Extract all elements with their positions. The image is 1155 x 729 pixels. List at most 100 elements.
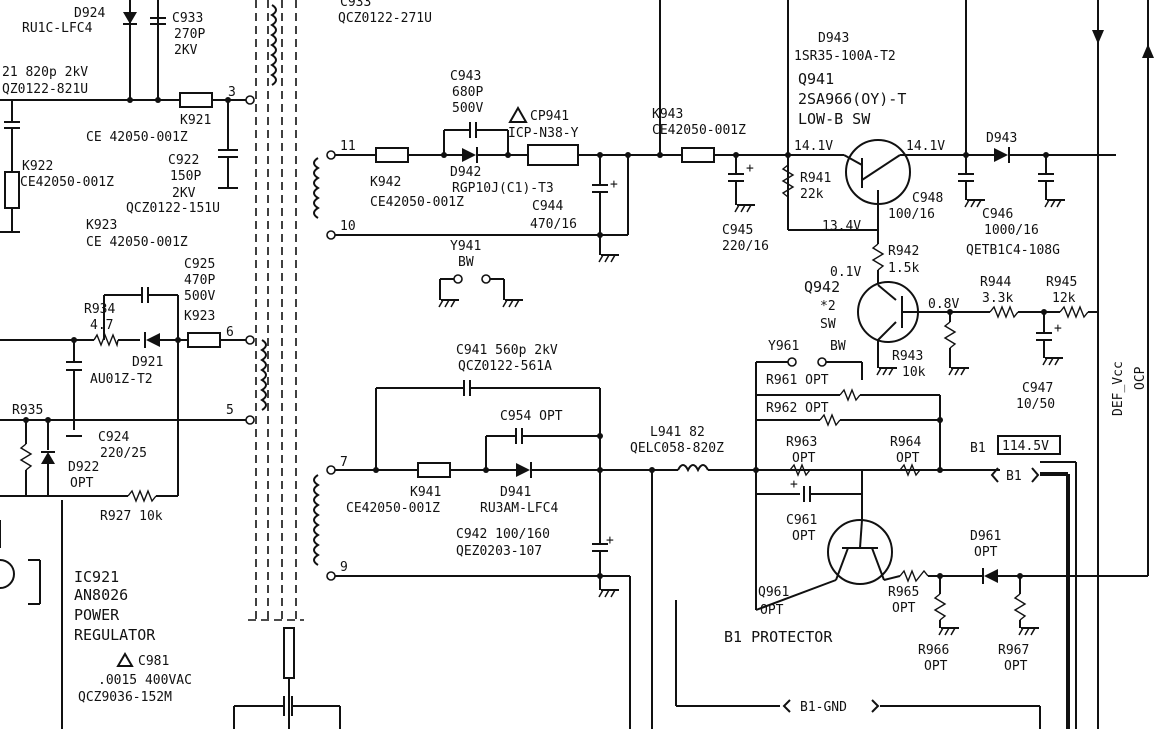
- pin-3-label: 3: [228, 85, 236, 100]
- voltage-14-1v-a: 14.1V: [794, 139, 833, 154]
- pin-10-label: 10: [340, 219, 356, 234]
- k942-part: CE42050-001Z: [370, 195, 464, 210]
- k922-part: CE42050-001Z: [20, 175, 114, 190]
- d941-ref: D941: [500, 485, 531, 500]
- r941-ref: R941: [800, 171, 831, 186]
- c922-voltage: 2KV: [172, 186, 196, 201]
- c946-ref: C946: [982, 207, 1013, 222]
- ic921-line2: REGULATOR: [74, 626, 156, 644]
- ocp-label: OCP: [1133, 366, 1148, 390]
- terminal-pin-3: [245, 95, 255, 105]
- d922-zener: [41, 452, 55, 464]
- q941-function: LOW-B SW: [798, 110, 871, 128]
- d922-ref: D922: [68, 460, 99, 475]
- r927-ref: R927 10k: [100, 509, 163, 524]
- b1-label: B1: [970, 441, 986, 456]
- r943-value: 10k: [902, 365, 926, 380]
- c925-ref: C925: [184, 257, 215, 272]
- b1-protector-title: B1 PROTECTOR: [724, 628, 833, 646]
- ocp-arrow-icon: [1142, 44, 1154, 58]
- k923a-part: CE 42050-001Z: [86, 235, 188, 250]
- c981-value: .0015 400VAC: [98, 673, 192, 688]
- d921-part: AU01Z-T2: [90, 372, 153, 387]
- c942-ground-icon: [598, 589, 620, 598]
- d924-ref: D924: [74, 6, 105, 21]
- d943-diode: [994, 148, 1008, 162]
- c933-value: 270P: [174, 27, 205, 42]
- ic921-part: AN8026: [74, 586, 128, 604]
- y961-ref: Y961: [768, 339, 799, 354]
- voltage-13-4v: 13.4V: [822, 219, 861, 234]
- c941-part: QCZ0122-561A: [458, 359, 552, 374]
- k921-part: CE 42050-001Z: [86, 130, 188, 145]
- c945-value: 220/16: [722, 239, 769, 254]
- c946-part: QETB1C4-108G: [966, 243, 1060, 258]
- c961-ref: C961: [786, 513, 817, 528]
- y941-value: BW: [458, 255, 474, 270]
- b1-tag: B1: [1006, 469, 1022, 484]
- r934-ref: R934: [84, 302, 115, 317]
- pin-6-label: 6: [226, 325, 234, 340]
- b1-tag-bracket-left: [990, 467, 999, 483]
- voltage-14-1v-b: 14.1V: [906, 139, 945, 154]
- c948-ground-icon: [964, 199, 986, 208]
- c981-warning-icon: [116, 652, 134, 667]
- voltage-0-8v: 0.8V: [928, 297, 959, 312]
- c948-ref: C948: [912, 191, 943, 206]
- c933-part-top: QCZ0122-271U: [338, 11, 432, 26]
- r944-ref: R944: [980, 275, 1011, 290]
- q941-part: 2SA966(OY)-T: [798, 90, 906, 108]
- y961-terminal-b: [817, 357, 827, 367]
- k921-ref: K921: [180, 113, 211, 128]
- y941-terminal-b: [481, 274, 491, 284]
- c945-ref: C945: [722, 223, 753, 238]
- r943-ref: R943: [892, 349, 923, 364]
- c943-value: 680P: [452, 85, 483, 100]
- y961-value: BW: [830, 339, 846, 354]
- y961-terminal-a: [787, 357, 797, 367]
- pin-9-label: 9: [340, 560, 348, 575]
- r935-ref: R935: [12, 403, 43, 418]
- left-middle-section: R935 C925 470P 500V R934 4.7 K923 D921 A…: [0, 257, 341, 729]
- c981-ref: C981: [138, 654, 169, 669]
- k941-ref: K941: [410, 485, 441, 500]
- c933-ref-left: C933: [172, 11, 203, 26]
- terminal-pin-5: [245, 415, 255, 425]
- terminal-pin-7: [326, 465, 336, 475]
- r964-ref: R964: [890, 435, 921, 450]
- y941-ref: Y941: [450, 239, 481, 254]
- k942-ref: K942: [370, 175, 401, 190]
- r963-value: OPT: [792, 451, 816, 466]
- d961-zener: [984, 569, 998, 583]
- q961-value: OPT: [760, 603, 784, 618]
- d921-diode: [146, 333, 160, 347]
- c947-ground-icon: [1042, 357, 1064, 366]
- c948-value: 100/16: [888, 207, 935, 222]
- b1-gnd-bracket-left: [782, 699, 791, 713]
- c942-part: QEZ0203-107: [456, 544, 542, 559]
- top-left-section: D924 RU1C-LFC4 C933 270P 2KV C933 QCZ012…: [0, 0, 432, 250]
- ic921-line1: POWER: [74, 606, 120, 624]
- q942-function: SW: [820, 317, 836, 332]
- d943b-ref: D943: [986, 131, 1017, 146]
- r963-ref: R963: [786, 435, 817, 450]
- r966-ground-icon: [938, 627, 960, 636]
- k942-bead: [375, 147, 409, 163]
- ic921-ref: IC921: [74, 568, 119, 586]
- r966-ref: R966: [918, 643, 949, 658]
- r943-ground-icon: [948, 367, 970, 376]
- c961-plus: +: [790, 477, 798, 492]
- c954-ref: C954 OPT: [500, 409, 563, 424]
- c941-ref: C941 560p 2kV: [456, 343, 558, 358]
- q941-ref: Q941: [798, 70, 834, 88]
- b1-gnd-label: B1-GND: [800, 700, 847, 715]
- k923b-ref: K923: [184, 309, 215, 324]
- d961-ref: D961: [970, 529, 1001, 544]
- c944-value: 470/16: [530, 217, 577, 232]
- c942-ref: C942 100/160: [456, 527, 550, 542]
- terminal-pin-6: [245, 335, 255, 345]
- b1-value: 114.5V: [1002, 439, 1049, 454]
- c944-plus: +: [610, 177, 618, 192]
- terminal-pin-11: [326, 150, 336, 160]
- d941-part: RU3AM-LFC4: [480, 501, 558, 516]
